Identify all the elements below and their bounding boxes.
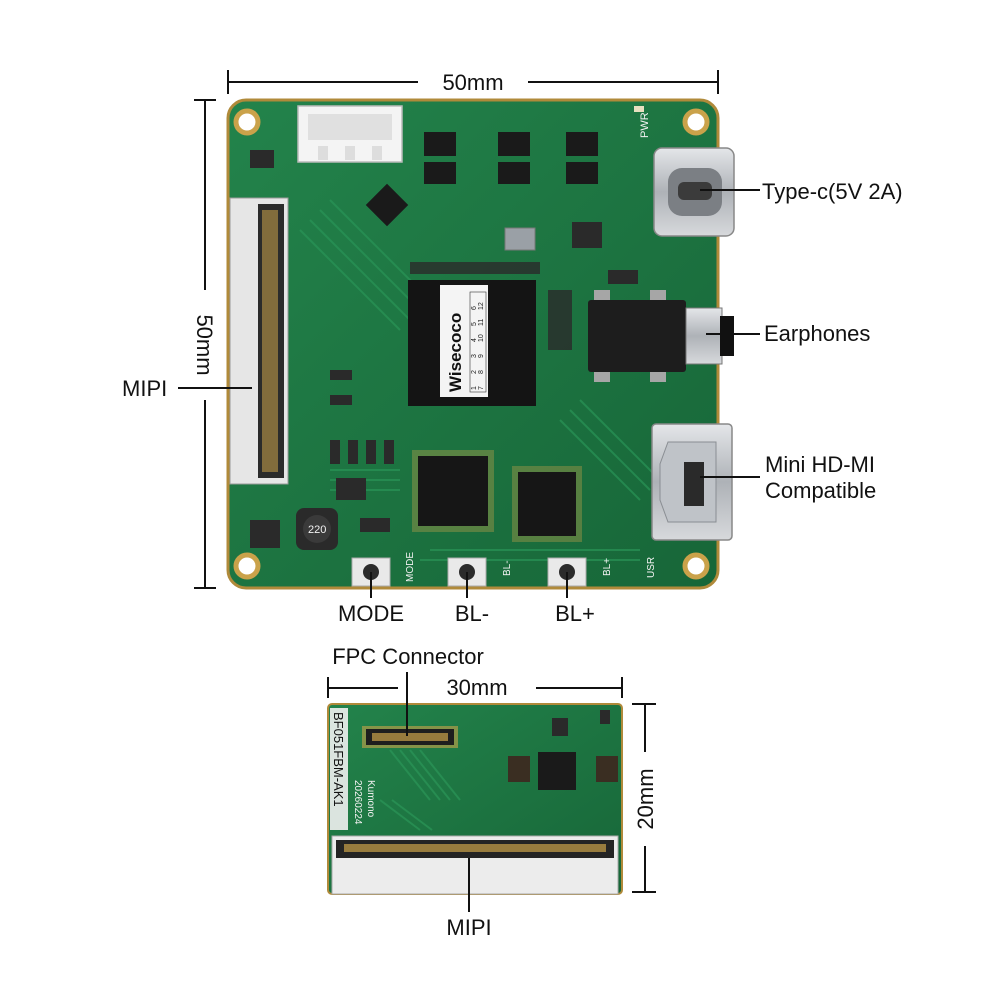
qfp-chip-1 bbox=[412, 450, 494, 532]
soc-grid-cell: 5 bbox=[471, 322, 478, 326]
adapter-chip-side-1 bbox=[508, 756, 530, 782]
fpc-callout: FPC Connector bbox=[332, 644, 484, 736]
small-qfn-chip bbox=[365, 183, 409, 227]
adapter-width-label: 30mm bbox=[446, 675, 507, 700]
soc-label-sticker bbox=[440, 285, 488, 397]
adapter-maker-silkscreen: Kumono bbox=[365, 780, 376, 818]
svg-text:MIPI: MIPI bbox=[122, 376, 167, 401]
adapter-chip-main bbox=[538, 752, 576, 790]
adapter-width-dimension: 30mm bbox=[327, 675, 623, 700]
soc-grid-cell: 6 bbox=[471, 306, 478, 310]
pwr-silkscreen: PWR bbox=[639, 112, 651, 138]
soc-grid-cell: 8 bbox=[478, 370, 485, 374]
soc-grid-cell: 12 bbox=[478, 302, 485, 310]
mipi-connector-adapter bbox=[331, 835, 619, 895]
soc-grid-cell: 2 bbox=[471, 370, 478, 374]
adapter-chip-side-2 bbox=[596, 756, 618, 782]
svg-text:220: 220 bbox=[308, 524, 326, 536]
mipi-callout-adapter: MIPI bbox=[446, 858, 492, 940]
mounting-holes bbox=[233, 108, 710, 580]
adapter-height-dimension: 20mm bbox=[632, 703, 658, 893]
svg-text:BL+: BL+ bbox=[555, 601, 595, 626]
mode-silkscreen: MODE bbox=[405, 552, 416, 582]
soc-grid-cell: 3 bbox=[471, 354, 478, 358]
soc-grid-cell: 1 bbox=[471, 386, 478, 390]
svg-text:FPC Connector: FPC Connector bbox=[332, 644, 484, 669]
soc-grid-cell: 7 bbox=[478, 386, 485, 390]
adapter-traces bbox=[379, 749, 461, 831]
main-width-dimension: 50mm bbox=[227, 70, 719, 95]
soc-brand: Wisecoco bbox=[446, 313, 465, 392]
soc-grid-cell: 4 bbox=[471, 338, 478, 342]
adapter-model-silkscreen: BF051FBM-AK1 bbox=[331, 712, 346, 807]
svg-text:Compatible: Compatible bbox=[765, 478, 876, 503]
main-height-label: 50mm bbox=[192, 314, 217, 375]
mode-callout: MODE bbox=[338, 572, 404, 626]
earphones-callout: Earphones bbox=[706, 321, 870, 346]
typec-port bbox=[653, 147, 735, 237]
inductor-220: 220 bbox=[296, 508, 338, 550]
adapter-height-label: 20mm bbox=[633, 768, 658, 829]
pwr-led bbox=[634, 106, 644, 112]
crystal bbox=[504, 227, 536, 251]
usr-silkscreen: USR bbox=[646, 557, 657, 578]
adapter-chip-top bbox=[552, 718, 568, 736]
svg-text:Type-c(5V 2A): Type-c(5V 2A) bbox=[762, 179, 903, 204]
main-width-label: 50mm bbox=[442, 70, 503, 95]
svg-text:Earphones: Earphones bbox=[764, 321, 870, 346]
svg-text:Mini HD-MI: Mini HD-MI bbox=[765, 452, 875, 477]
passive-components bbox=[250, 150, 638, 548]
qfp-chip-2 bbox=[512, 466, 582, 542]
adapter-date-silkscreen: 20260224 bbox=[352, 780, 363, 825]
power-header-connector bbox=[297, 105, 403, 163]
bl-plus-silkscreen: BL+ bbox=[602, 558, 613, 576]
adapter-board: BF051FBM-AK1 Kumono 20260224 bbox=[327, 703, 623, 895]
soc-grid-cell: 11 bbox=[478, 319, 485, 326]
mipi-connector-main bbox=[229, 197, 289, 485]
fpc-connector bbox=[362, 726, 458, 748]
adapter-passive bbox=[600, 710, 610, 724]
soc-grid-cell: 10 bbox=[478, 334, 485, 342]
bl-minus-silkscreen: BL- bbox=[502, 560, 513, 576]
bl-plus-callout: BL+ bbox=[555, 572, 595, 626]
earphone-jack bbox=[588, 290, 734, 382]
svg-text:BL-: BL- bbox=[455, 601, 489, 626]
typec-callout: Type-c(5V 2A) bbox=[700, 179, 903, 204]
hdmi-callout: Mini HD-MI Compatible bbox=[700, 452, 876, 503]
mipi-callout-main: MIPI bbox=[122, 376, 252, 401]
svg-text:MIPI: MIPI bbox=[446, 915, 491, 940]
soc-grid bbox=[469, 291, 487, 393]
bl-minus-callout: BL- bbox=[455, 572, 489, 626]
svg-text:MODE: MODE bbox=[338, 601, 404, 626]
soc-grid-cell: 9 bbox=[478, 354, 485, 358]
mini-hdmi-port bbox=[651, 423, 733, 541]
top-regulators bbox=[424, 132, 598, 184]
main-height-dimension: 50mm bbox=[192, 99, 217, 589]
